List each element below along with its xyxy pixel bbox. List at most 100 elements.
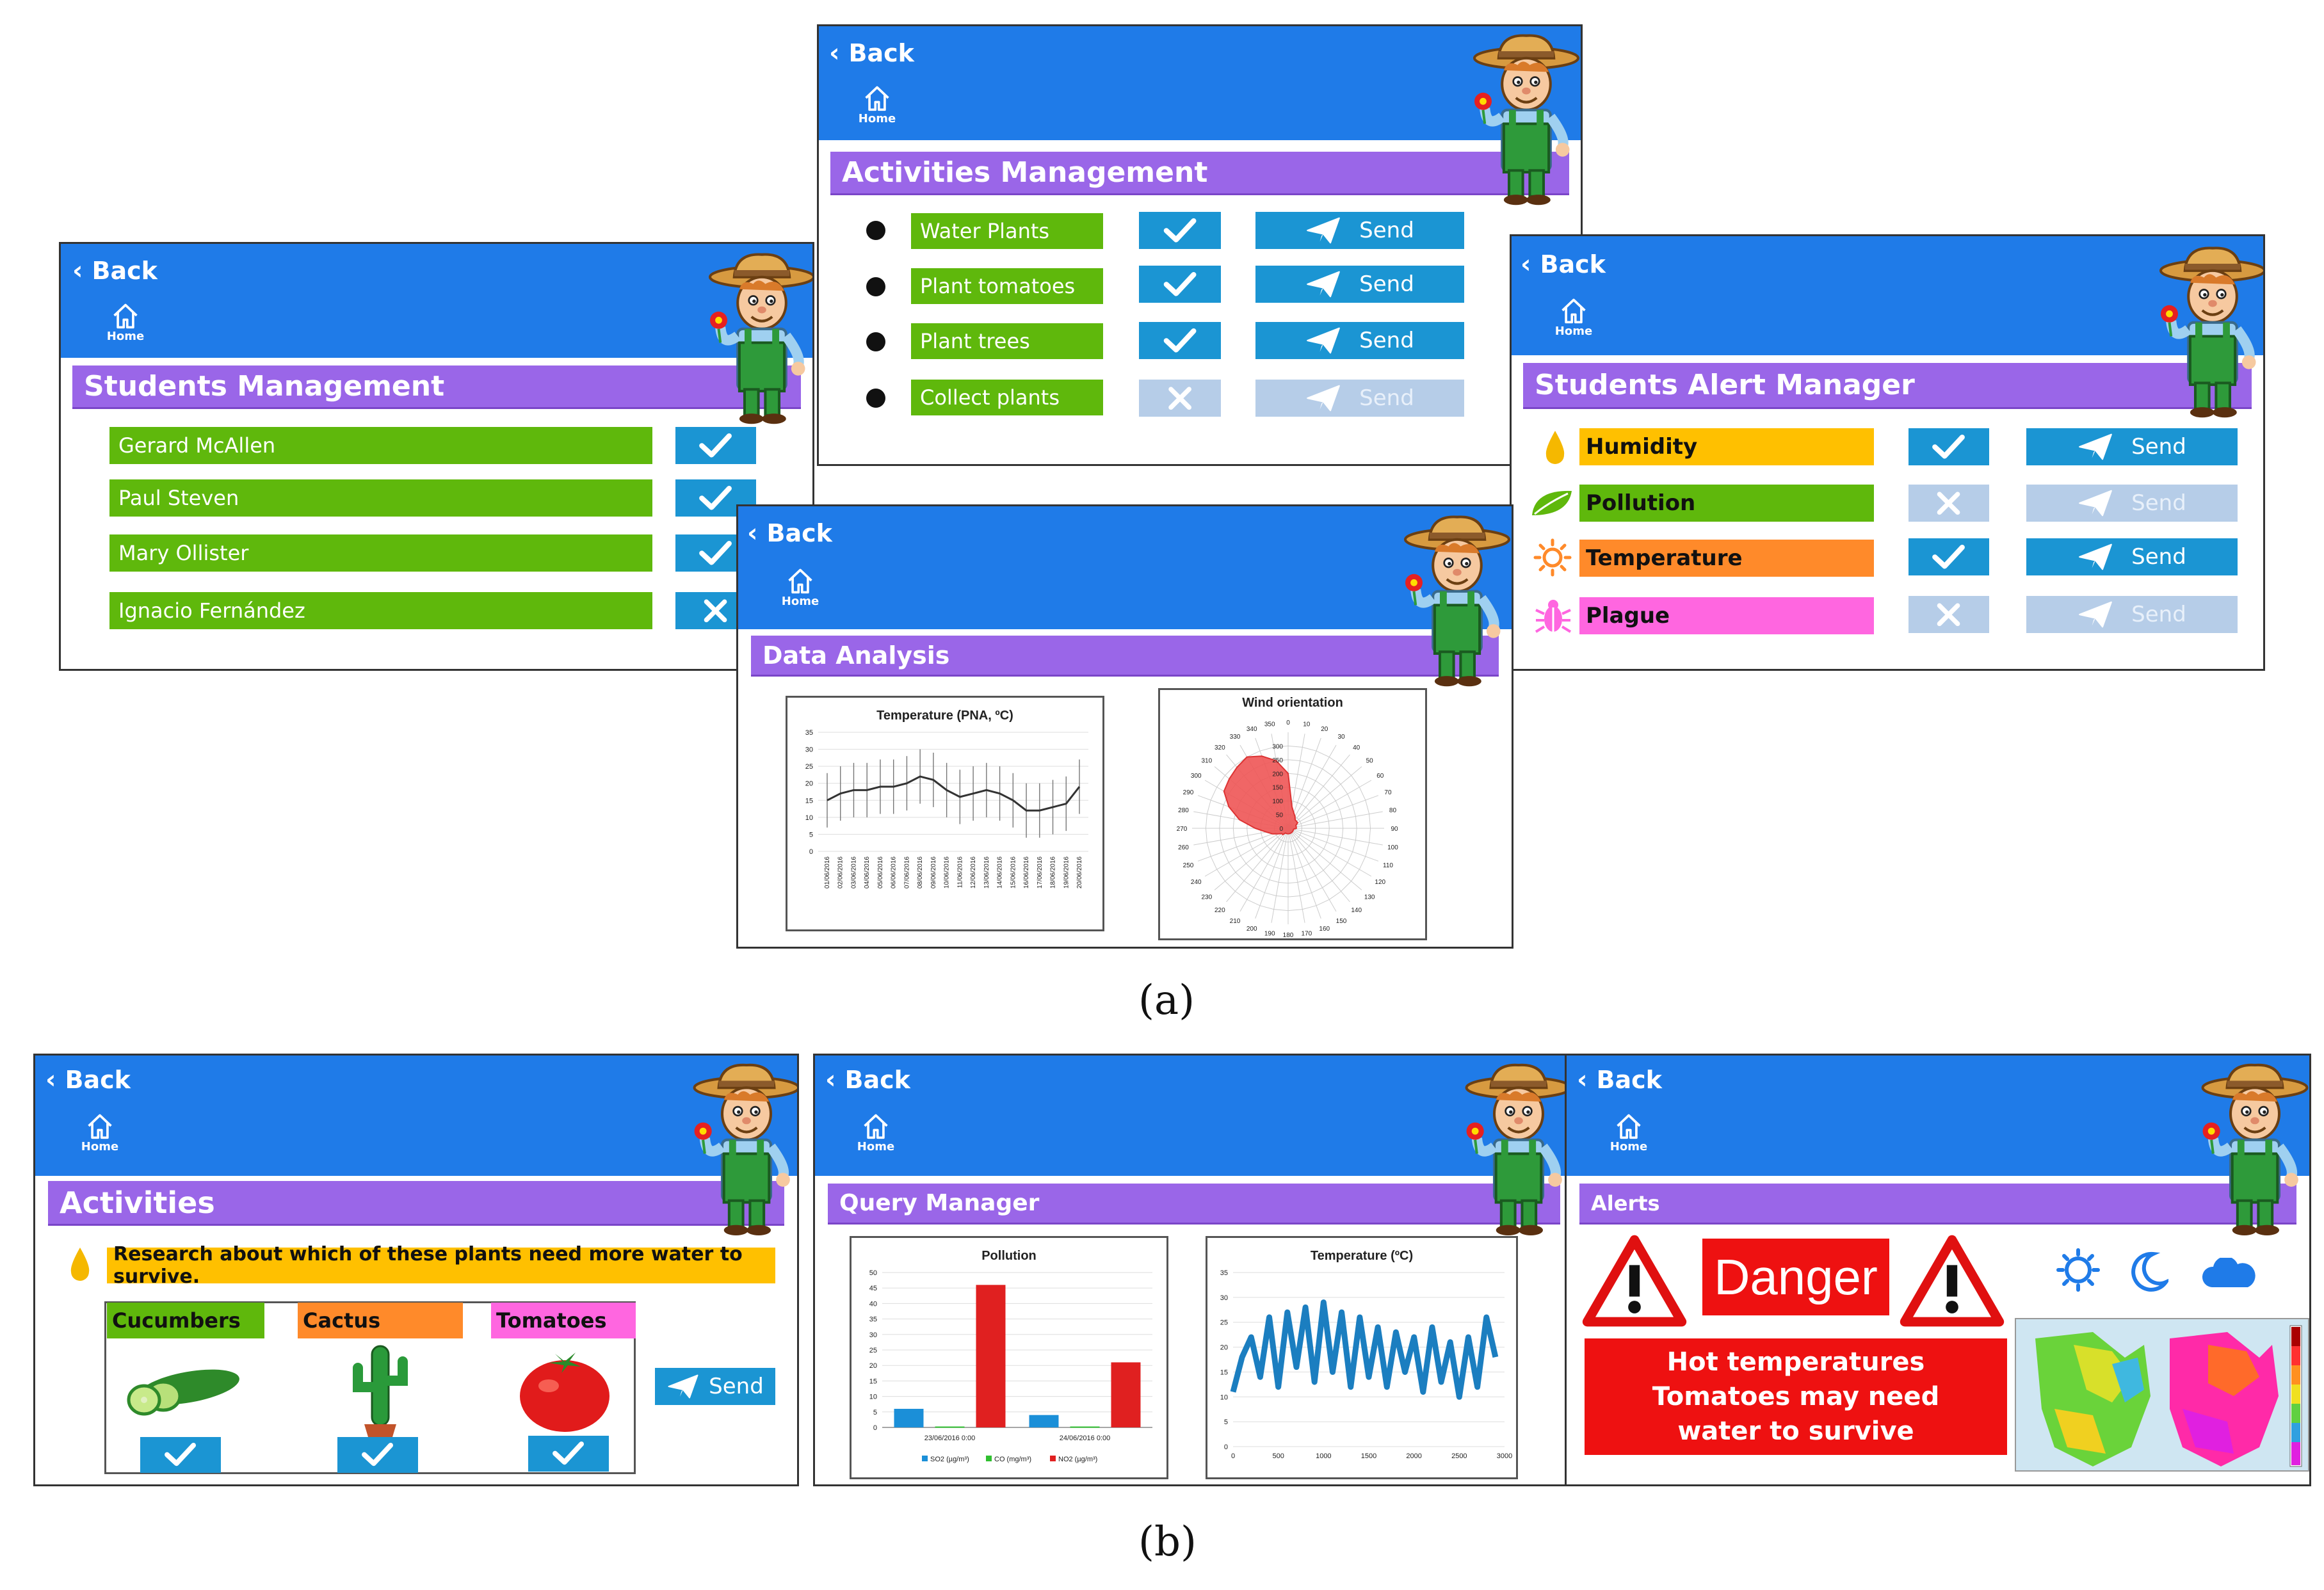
angle-label: 150 bbox=[1336, 918, 1347, 925]
chevron-left-icon: ‹ bbox=[825, 1065, 836, 1095]
home-button[interactable]: Home bbox=[1551, 296, 1596, 338]
x-tick-label: 07/06/2016 bbox=[903, 856, 910, 888]
home-button[interactable]: Home bbox=[1606, 1112, 1651, 1153]
angle-label: 200 bbox=[1247, 926, 1257, 933]
danger-banner: Danger bbox=[1702, 1239, 1889, 1315]
home-button[interactable]: Home bbox=[778, 566, 823, 608]
page-title-text: Students Alert Manager bbox=[1535, 369, 1915, 401]
radial-tick-label: 150 bbox=[1272, 785, 1283, 792]
send-button-disabled[interactable]: Send bbox=[2026, 485, 2238, 522]
student-name: Paul Steven bbox=[109, 479, 652, 517]
bullet-dot bbox=[866, 389, 885, 408]
app-header: ‹ Back Home bbox=[35, 1056, 797, 1176]
alert-type-label: Pollution bbox=[1579, 485, 1874, 522]
y-tick-label: 0 bbox=[873, 1424, 877, 1432]
angle-label: 140 bbox=[1351, 907, 1362, 914]
send-button-disabled[interactable]: Send bbox=[2026, 596, 2238, 633]
home-button[interactable]: Home bbox=[855, 84, 900, 125]
check-toggle-button[interactable] bbox=[675, 427, 756, 464]
home-icon bbox=[862, 84, 892, 112]
tomato-image bbox=[520, 1353, 609, 1432]
radar-spoke bbox=[1204, 828, 1289, 877]
check-toggle-button[interactable] bbox=[1908, 538, 1989, 575]
farmer-mascot bbox=[2194, 1061, 2311, 1240]
farmer-mascot bbox=[701, 253, 814, 426]
y-tick-label: 20 bbox=[869, 1362, 877, 1370]
wind-area bbox=[1223, 755, 1299, 836]
angle-label: 30 bbox=[1337, 734, 1345, 741]
radar-spoke bbox=[1255, 828, 1289, 919]
x-tick-label: 24/06/2016 0:00 bbox=[1060, 1434, 1111, 1442]
x-tick-label: 1000 bbox=[1316, 1452, 1331, 1460]
send-plane-icon bbox=[1305, 270, 1341, 298]
cross-toggle-button[interactable] bbox=[1139, 380, 1221, 417]
cross-toggle-button[interactable] bbox=[1908, 485, 1989, 522]
send-button-disabled[interactable]: Send bbox=[1255, 380, 1464, 417]
app-header: ‹ Back Home bbox=[738, 506, 1512, 629]
y-tick-label: 25 bbox=[805, 763, 813, 771]
send-button[interactable]: Send bbox=[1255, 322, 1464, 359]
back-button[interactable]: ‹ Back bbox=[72, 257, 157, 285]
plant-label: Cactus bbox=[298, 1303, 463, 1338]
cucumber-image bbox=[127, 1369, 239, 1416]
check-toggle-button[interactable] bbox=[1139, 212, 1221, 249]
back-button[interactable]: ‹ Back bbox=[825, 1066, 910, 1094]
angle-label: 100 bbox=[1387, 844, 1398, 851]
y-tick-label: 0 bbox=[1224, 1443, 1228, 1451]
back-button[interactable]: ‹ Back bbox=[45, 1066, 131, 1094]
send-button[interactable]: Send bbox=[2026, 538, 2238, 575]
back-button[interactable]: ‹ Back bbox=[747, 519, 832, 547]
legend-label: CO (mg/m³) bbox=[994, 1456, 1031, 1463]
angle-label: 190 bbox=[1264, 930, 1275, 937]
home-button[interactable]: Home bbox=[853, 1112, 898, 1153]
radar-spoke bbox=[1287, 828, 1337, 912]
y-tick-label: 5 bbox=[873, 1409, 877, 1417]
send-button[interactable]: Send bbox=[655, 1368, 775, 1405]
back-button[interactable]: ‹ Back bbox=[1521, 250, 1606, 278]
x-tick-label: 17/06/2016 bbox=[1037, 856, 1044, 888]
send-button[interactable]: Send bbox=[1255, 212, 1464, 249]
checkmark-icon bbox=[157, 1442, 204, 1467]
back-button[interactable]: ‹ Back bbox=[1577, 1066, 1662, 1094]
moon-icon bbox=[2131, 1251, 2168, 1292]
activities-screen: ‹ Back Home Activities Research about wh… bbox=[33, 1054, 799, 1486]
checkmark-icon bbox=[1156, 271, 1204, 298]
page-title-text: Query Manager bbox=[839, 1190, 1040, 1216]
check-toggle-button[interactable] bbox=[140, 1437, 221, 1473]
bug-icon bbox=[1535, 600, 1572, 633]
sun-icon bbox=[1533, 538, 1572, 577]
temperature-series-line bbox=[1230, 1299, 1499, 1400]
app-header: ‹ Back Home bbox=[61, 244, 812, 358]
send-button[interactable]: Send bbox=[2026, 428, 2238, 465]
page-title: Alerts bbox=[1579, 1184, 2296, 1225]
chevron-left-icon: ‹ bbox=[747, 518, 758, 548]
check-toggle-button[interactable] bbox=[1139, 266, 1221, 303]
home-button[interactable]: Home bbox=[103, 301, 148, 343]
plant-selection-panel bbox=[104, 1301, 636, 1474]
activity-prompt: Research about which of these plants nee… bbox=[107, 1243, 775, 1288]
back-button[interactable]: ‹ Back bbox=[829, 39, 914, 67]
home-label: Home bbox=[781, 595, 819, 608]
home-label: Home bbox=[106, 330, 145, 343]
x-tick-label: 18/06/2016 bbox=[1050, 856, 1057, 888]
radial-tick-label: 250 bbox=[1272, 757, 1283, 764]
check-toggle-button[interactable] bbox=[1139, 322, 1221, 359]
send-button[interactable]: Send bbox=[1255, 266, 1464, 303]
cloud-icon bbox=[2202, 1258, 2255, 1287]
checkmark-icon bbox=[692, 485, 739, 511]
y-tick-label: 30 bbox=[805, 746, 813, 754]
back-label: Back bbox=[1540, 250, 1606, 278]
cross-toggle-button[interactable] bbox=[1908, 596, 1989, 633]
page-title: Activities Management bbox=[830, 152, 1569, 195]
x-tick-label: 11/06/2016 bbox=[956, 856, 964, 888]
farmer-mascot bbox=[2152, 246, 2265, 419]
check-toggle-button[interactable] bbox=[1908, 428, 1989, 465]
check-toggle-button[interactable] bbox=[337, 1437, 418, 1473]
check-toggle-button[interactable] bbox=[528, 1436, 609, 1472]
home-button[interactable]: Home bbox=[77, 1112, 122, 1153]
radar-spoke bbox=[1287, 828, 1383, 846]
